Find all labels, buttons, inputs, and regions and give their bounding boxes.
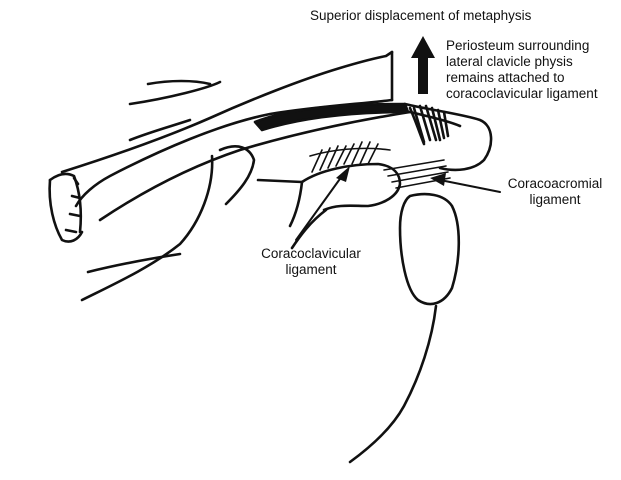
coracoclavicular-label-line-1: Coracoclavicular [246, 246, 376, 262]
coracoclavicular-ligament [310, 142, 390, 172]
coracoclavicular-label: Coracoclavicular ligament [246, 246, 376, 278]
coracoacromial-label-line-1: Coracoacromial [500, 176, 610, 192]
superior-displacement-arrow [411, 36, 435, 94]
glenoid-humerus [350, 194, 459, 462]
lateral-clavicle-end [405, 104, 491, 170]
periosteum-label-line-4: coracoclavicular ligament [446, 86, 598, 102]
coracoacromial-ligament [384, 160, 450, 188]
periosteum-label-line-1: Periosteum surrounding [446, 38, 598, 54]
coracoacromial-label-line-2: ligament [500, 192, 610, 208]
periosteum-label-line-3: remains attached to [446, 70, 598, 86]
sternal-end [50, 174, 82, 242]
periosteum-label: Periosteum surrounding lateral clavicle … [446, 38, 598, 102]
superior-displacement-label: Superior displacement of metaphysis [310, 8, 531, 24]
coracoacromial-label: Coracoacromial ligament [500, 176, 610, 208]
coracoclavicular-label-line-2: ligament [246, 262, 376, 278]
periosteum-label-line-2: lateral clavicle physis [446, 54, 598, 70]
coracoacromial-arrow-line [440, 180, 500, 192]
